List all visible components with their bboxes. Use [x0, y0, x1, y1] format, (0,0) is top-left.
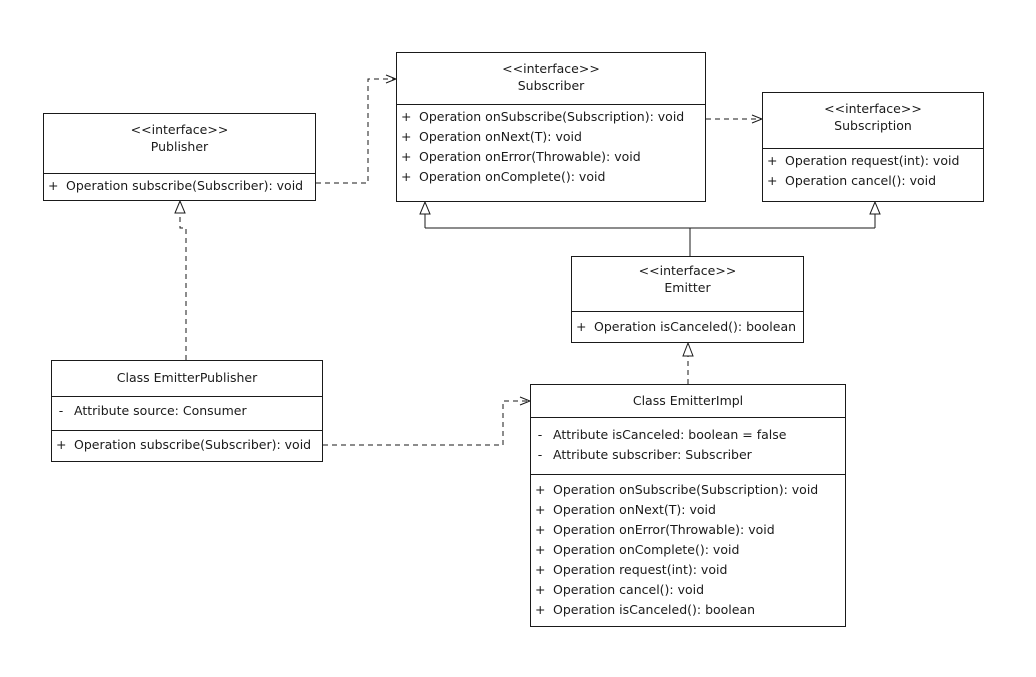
emitterimpl-operation-row: + Operation onError(Throwable): void — [531, 520, 845, 540]
operation-text: Operation onSubscribe(Subscription): voi… — [553, 482, 819, 497]
subscriber-name: Subscriber — [517, 78, 585, 93]
publisher-stereotype: <<interface>> — [130, 122, 229, 137]
subscriber-stereotype: <<interface>> — [502, 61, 600, 76]
realization-emitterpublisher-publisher — [179, 213, 187, 360]
attribute-text: Attribute source: Consumer — [74, 403, 247, 418]
subscriber-operation-row: + Operation onError(Throwable): void — [397, 147, 705, 167]
emitterimpl-operation-row: + Operation request(int): void — [531, 560, 845, 580]
emitter-operations: + Operation isCanceled(): boolean — [572, 312, 803, 337]
operation-text: Operation onComplete(): void — [553, 542, 740, 557]
subscription-interface[interactable]: <<interface>> Subscription + Operation r… — [762, 92, 984, 202]
subscriber-operation-row: + Operation onNext(T): void — [397, 127, 705, 147]
operation-text: Operation isCanceled(): boolean — [594, 319, 797, 334]
emitterimpl-name: Class EmitterImpl — [632, 393, 744, 408]
emitterimpl-header: Class EmitterImpl — [531, 385, 845, 418]
emitter-interface[interactable]: <<interface>> Emitter + Operation isCanc… — [571, 256, 804, 343]
emitterpublisher-operations: + Operation subscribe(Subscriber): void — [52, 430, 322, 455]
attribute-text: Attribute subscriber: Subscriber — [553, 447, 752, 462]
operation-text: Operation onNext(T): void — [553, 502, 716, 517]
emitterpublisher-header: Class EmitterPublisher — [52, 361, 322, 397]
emitterpublisher-operation-row: + Operation subscribe(Subscriber): void — [52, 435, 322, 455]
operation-text: Operation cancel(): void — [785, 173, 937, 188]
emitterimpl-attributes: - Attribute isCanceled: boolean = false … — [531, 418, 845, 474]
visibility-marker: + — [535, 522, 546, 537]
subscriber-operation-row: + Operation onSubscribe(Subscription): v… — [397, 107, 705, 127]
publisher-interface[interactable]: <<interface>> Publisher + Operation subs… — [43, 113, 316, 201]
attribute-text: Attribute isCanceled: boolean = false — [553, 427, 787, 442]
subscription-header: <<interface>> Subscription — [763, 93, 983, 149]
realization-arrowhead-emitter — [682, 341, 694, 357]
emitterpublisher-class[interactable]: Class EmitterPublisher - Attribute sourc… — [51, 360, 323, 462]
publisher-operation-row: + Operation subscribe(Subscriber): void — [44, 176, 315, 196]
operation-text: Operation onNext(T): void — [419, 129, 582, 144]
emitterimpl-operations: + Operation onSubscribe(Subscription): v… — [531, 474, 845, 620]
visibility-marker: + — [576, 319, 587, 334]
emitterpublisher-name: Class EmitterPublisher — [116, 370, 258, 385]
operation-text: Operation subscribe(Subscriber): void — [66, 178, 304, 193]
visibility-marker: + — [767, 173, 778, 188]
operation-text: Operation request(int): void — [553, 562, 728, 577]
subscription-operation-row: + Operation cancel(): void — [763, 171, 983, 191]
subscription-stereotype: <<interface>> — [824, 101, 922, 116]
subscription-name: Subscription — [834, 118, 912, 133]
emitterimpl-operation-row: + Operation isCanceled(): boolean — [531, 600, 845, 620]
dependency-emitterpublisher-emitterimpl — [323, 401, 530, 446]
operation-text: Operation onError(Throwable): void — [553, 522, 775, 537]
emitterimpl-class[interactable]: Class EmitterImpl - Attribute isCanceled… — [530, 384, 846, 627]
operation-text: Operation cancel(): void — [553, 582, 705, 597]
emitter-header: <<interface>> Emitter — [572, 257, 803, 312]
visibility-marker: - — [537, 447, 543, 462]
subscription-operation-row: + Operation request(int): void — [763, 151, 983, 171]
visibility-marker: + — [401, 109, 412, 124]
visibility-marker: + — [56, 437, 67, 452]
emitterimpl-attribute-row: - Attribute isCanceled: boolean = false — [531, 425, 845, 445]
visibility-marker: + — [48, 178, 59, 193]
visibility-marker: + — [535, 502, 546, 517]
emitterimpl-attribute-row: - Attribute subscriber: Subscriber — [531, 445, 845, 465]
operation-text: Operation onComplete(): void — [419, 169, 606, 184]
subscriber-operations: + Operation onSubscribe(Subscription): v… — [397, 105, 705, 187]
visibility-marker: + — [401, 169, 412, 184]
subscription-operations: + Operation request(int): void + Operati… — [763, 149, 983, 191]
emitter-operation-row: + Operation isCanceled(): boolean — [572, 317, 803, 337]
visibility-marker: + — [401, 149, 412, 164]
publisher-name: Publisher — [150, 139, 209, 154]
emitterimpl-operation-row: + Operation onComplete(): void — [531, 540, 845, 560]
emitterimpl-operation-row: + Operation onSubscribe(Subscription): v… — [531, 480, 845, 500]
emitterimpl-operation-row: + Operation cancel(): void — [531, 580, 845, 600]
visibility-marker: - — [58, 403, 64, 418]
operation-text: Operation isCanceled(): boolean — [553, 602, 756, 617]
generalization-emitter-line — [424, 214, 876, 256]
visibility-marker: + — [535, 542, 546, 557]
operation-text: Operation subscribe(Subscriber): void — [74, 437, 312, 452]
emitterpublisher-attribute-row: - Attribute source: Consumer — [52, 401, 322, 421]
visibility-marker: + — [401, 129, 412, 144]
publisher-operations: + Operation subscribe(Subscriber): void — [44, 174, 315, 196]
generalization-arrowhead-subscription — [869, 200, 881, 215]
emitterimpl-operation-row: + Operation onNext(T): void — [531, 500, 845, 520]
dependency-publisher-subscriber — [316, 79, 396, 184]
operation-text: Operation onError(Throwable): void — [419, 149, 641, 164]
operation-text: Operation onSubscribe(Subscription): voi… — [419, 109, 685, 124]
visibility-marker: + — [767, 153, 778, 168]
visibility-marker: + — [535, 582, 546, 597]
visibility-marker: - — [537, 427, 543, 442]
visibility-marker: + — [535, 562, 546, 577]
publisher-header: <<interface>> Publisher — [44, 114, 315, 174]
realization-arrowhead-publisher — [174, 199, 186, 214]
visibility-marker: + — [535, 602, 546, 617]
subscriber-header: <<interface>> Subscriber — [397, 53, 705, 105]
operation-text: Operation request(int): void — [785, 153, 960, 168]
subscriber-interface[interactable]: <<interface>> Subscriber + Operation onS… — [396, 52, 706, 202]
emitter-stereotype: <<interface>> — [638, 263, 737, 278]
subscriber-operation-row: + Operation onComplete(): void — [397, 167, 705, 187]
emitter-name: Emitter — [664, 280, 711, 295]
generalization-arrowhead-subscriber — [419, 200, 431, 215]
emitterpublisher-attributes: - Attribute source: Consumer — [52, 397, 322, 430]
visibility-marker: + — [535, 482, 546, 497]
